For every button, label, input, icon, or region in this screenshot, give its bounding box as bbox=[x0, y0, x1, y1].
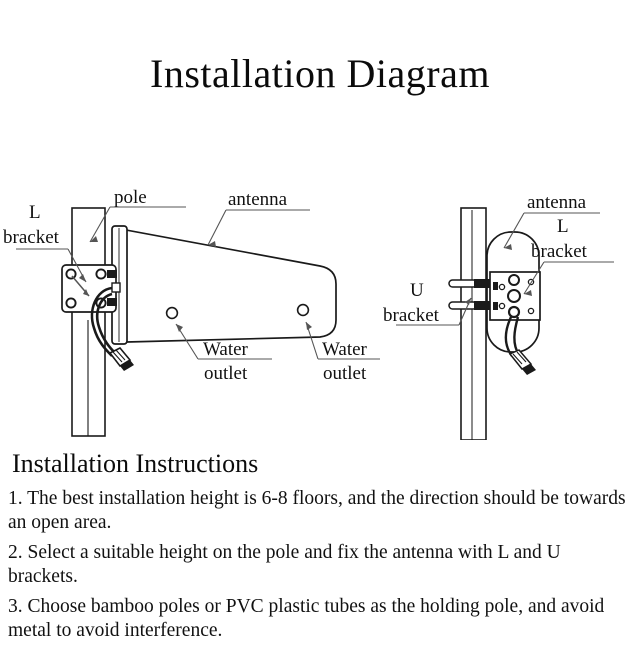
coax-cable-right bbox=[504, 316, 536, 375]
diagram-svg: pole L bracket antenna Water bbox=[3, 187, 614, 440]
instruction-item-2: 2. Select a suitable height on the pole … bbox=[8, 542, 561, 587]
label-water-outlet-1-line1: Water bbox=[203, 339, 249, 360]
right-view-group: antenna L bracket U bracket bbox=[383, 192, 614, 440]
u-bracket-bolts bbox=[448, 279, 490, 310]
label-water-outlet-2-line2: outlet bbox=[323, 363, 367, 384]
label-water-outlet-2-line1: Water bbox=[322, 339, 368, 360]
instructions-list: 1. The best installation height is 6-8 f… bbox=[4, 487, 636, 649]
pole-left bbox=[71, 207, 106, 437]
label-l-bracket-right-line2: bracket bbox=[531, 241, 588, 262]
label-u-bracket-line1: U bbox=[410, 280, 424, 301]
diagram-figure: pole L bracket antenna Water bbox=[0, 170, 640, 440]
antenna-body-left bbox=[125, 228, 337, 343]
instruction-item-1: 1. The best installation height is 6-8 f… bbox=[8, 488, 626, 533]
leader-water-outlet-2 bbox=[305, 321, 380, 360]
left-view-group: pole L bracket antenna Water bbox=[3, 187, 380, 437]
cable-connector-left bbox=[108, 347, 134, 371]
label-antenna-left: antenna bbox=[228, 189, 288, 210]
leader-antenna-right bbox=[503, 212, 600, 250]
page-title: Installation Diagram bbox=[150, 51, 490, 96]
coax-cable-left bbox=[90, 286, 134, 371]
bracket-screws-left bbox=[107, 270, 121, 306]
water-outlet-hole-1 bbox=[165, 306, 179, 320]
label-u-bracket-line2: bracket bbox=[383, 305, 440, 326]
label-l-bracket-left-line2: bracket bbox=[3, 227, 60, 248]
leader-water-outlet-1 bbox=[175, 323, 272, 360]
label-pole: pole bbox=[114, 187, 147, 208]
instruction-item-3: 3. Choose bamboo poles or PVC plastic tu… bbox=[8, 596, 605, 641]
label-l-bracket-right-line1: L bbox=[557, 216, 569, 237]
leader-l-bracket-left bbox=[16, 248, 87, 283]
l-bracket-plate-right bbox=[489, 271, 541, 321]
leader-antenna-left bbox=[207, 209, 310, 247]
leader-l-bracket-right bbox=[523, 261, 614, 296]
instructions-heading: Installation Instructions bbox=[12, 449, 259, 478]
label-water-outlet-1-line2: outlet bbox=[204, 363, 248, 384]
water-outlet-hole-2 bbox=[296, 303, 310, 317]
bracket-detail-arrow bbox=[71, 275, 90, 297]
label-antenna-right: antenna bbox=[527, 192, 587, 213]
leader-pole bbox=[89, 206, 186, 243]
pole-right bbox=[460, 207, 487, 440]
leader-u-bracket bbox=[396, 297, 472, 326]
label-l-bracket-left-line1: L bbox=[29, 202, 41, 223]
cable-connector-right bbox=[508, 349, 536, 375]
